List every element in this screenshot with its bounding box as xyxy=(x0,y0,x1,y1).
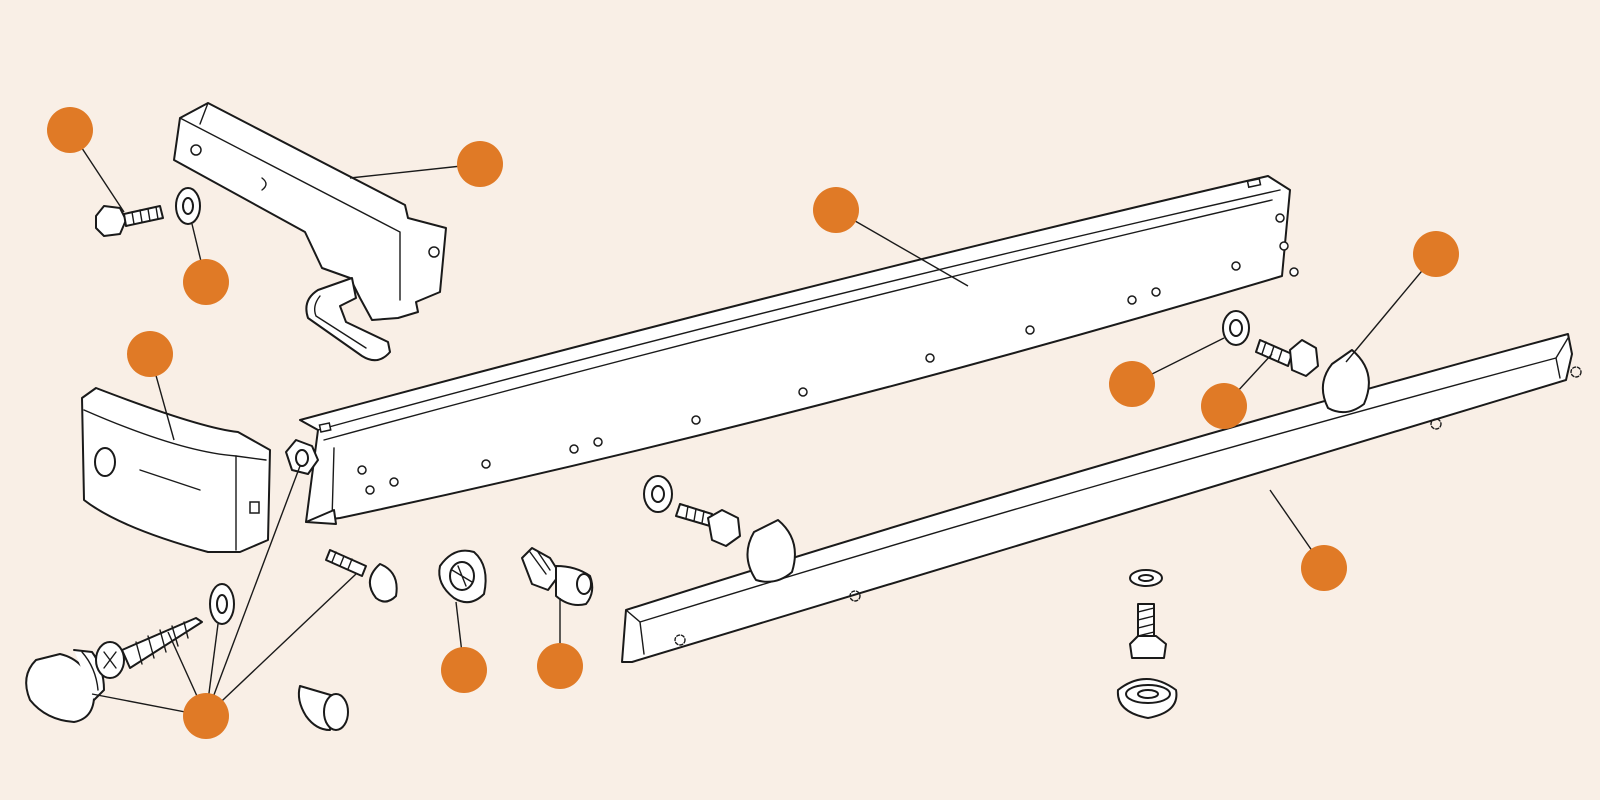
callout-fastener-group xyxy=(183,693,229,739)
cap-right-part xyxy=(1321,349,1370,414)
left-bracket xyxy=(173,102,447,362)
bolt-right-part xyxy=(1255,339,1319,377)
hex-nut-part xyxy=(285,439,319,475)
callout-face-bar xyxy=(1301,545,1347,591)
callout-bolt-right xyxy=(1201,383,1247,429)
callout-cap-right xyxy=(1413,231,1459,277)
bolt-middle-part xyxy=(675,503,741,547)
callout-washer-right xyxy=(1109,361,1155,407)
rivet-part xyxy=(297,685,349,731)
washer-lower-left-part xyxy=(209,583,235,625)
plug-part xyxy=(25,649,105,723)
washer-middle-part xyxy=(643,475,673,513)
callout-washer-top-left xyxy=(183,259,229,305)
washer-right-part xyxy=(1222,310,1250,346)
fastener-stack-part xyxy=(1116,569,1178,719)
callout-bolt-top-left xyxy=(47,107,93,153)
callout-bracket-left xyxy=(457,141,503,187)
wood-screw-part xyxy=(95,617,203,679)
callout-reinforcement-beam xyxy=(813,187,859,233)
callout-end-cap-left xyxy=(127,331,173,377)
washer-top-left-part xyxy=(175,187,201,225)
reinforcement-beam-part xyxy=(299,175,1299,525)
callout-push-clip xyxy=(537,643,583,689)
callout-clip-nut xyxy=(441,647,487,693)
end-cap-left-part xyxy=(81,387,271,553)
clip-nut-part xyxy=(438,549,487,604)
pin-part xyxy=(325,549,398,603)
bolt-top-left-part xyxy=(95,205,164,237)
callout-markers xyxy=(47,107,1459,739)
cap-middle-part xyxy=(746,519,796,583)
push-clip-part xyxy=(521,547,594,606)
